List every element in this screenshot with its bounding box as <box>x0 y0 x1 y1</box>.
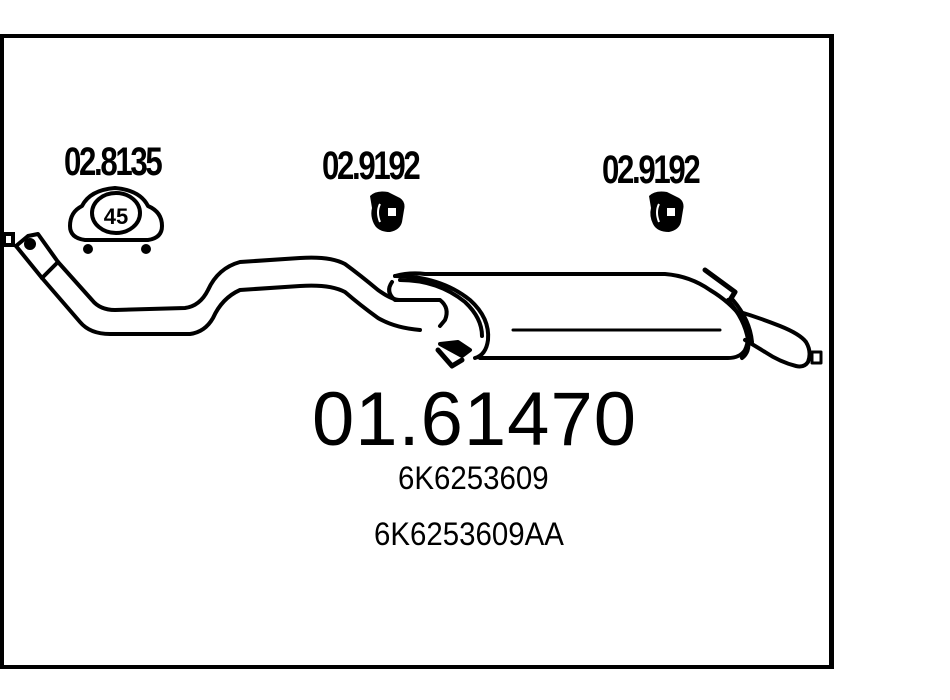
inlet-connector-icon <box>2 232 15 247</box>
gasket-icon: 45 <box>68 186 164 254</box>
main-part-number: 01.61470 <box>312 377 637 462</box>
oe-reference-number: 6K6253609 <box>398 460 549 496</box>
gasket-part-number: 02.8135 <box>64 140 163 184</box>
clamp-part-number: 02.9192 <box>602 148 701 192</box>
oe-reference-number: 6K6253609AA <box>374 516 564 552</box>
clamp-part-number: 02.9192 <box>322 144 421 188</box>
clamp-icon <box>649 191 684 232</box>
diagram-frame <box>0 34 834 669</box>
svg-text:45: 45 <box>104 204 128 229</box>
exhaust-pipe-icon <box>14 232 422 336</box>
rear-silencer-icon <box>387 267 823 369</box>
clamp-icon <box>370 191 405 232</box>
